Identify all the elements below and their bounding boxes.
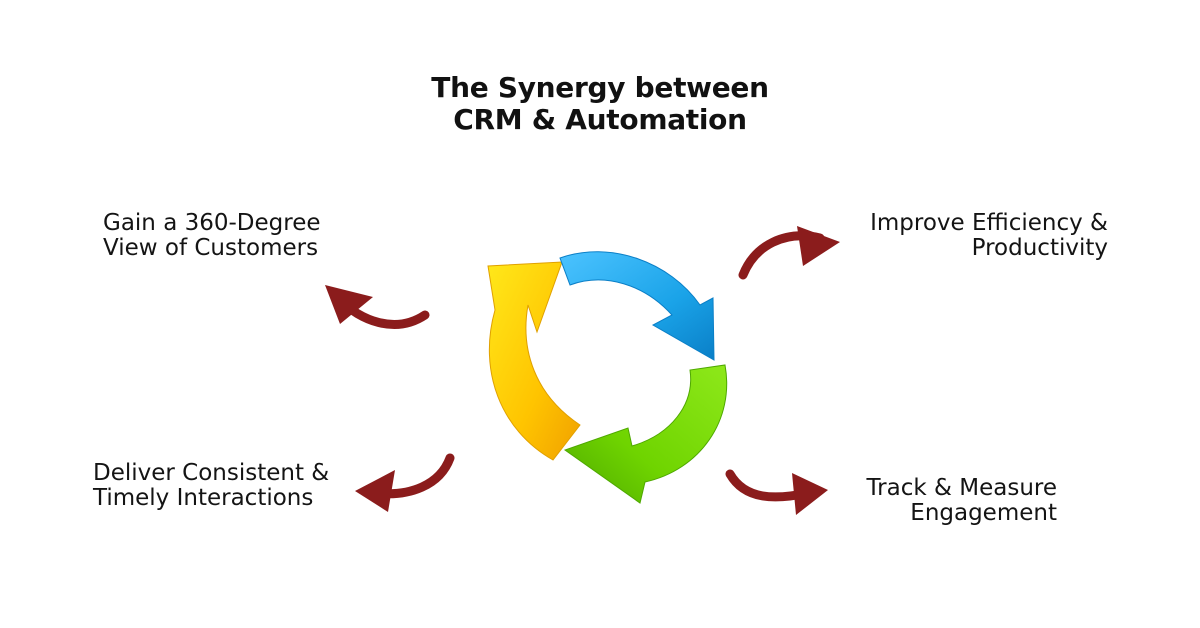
page-title: The Synergy between CRM & Automation (390, 72, 810, 136)
cycle-blue-arrow (559, 251, 715, 361)
curved-arrow-icon-top-right (738, 226, 840, 280)
label-track-line-2: Engagement (910, 500, 1057, 526)
title-line-2: CRM & Automation (453, 103, 747, 136)
label-efficiency-line-2: Productivity (971, 235, 1108, 261)
four-arrow-cycle-icon (487, 251, 728, 504)
curved-arrow-icon-bottom-right (725, 469, 828, 515)
label-360-view: Gain a 360-Degree View of Customers (103, 211, 321, 261)
title-line-1: The Synergy between (431, 71, 769, 104)
label-consistent-line-2: Timely Interactions (93, 485, 314, 511)
curved-arrow-icon-top-left (325, 285, 430, 329)
label-track-engagement: Track & Measure Engagement (867, 476, 1058, 526)
label-consistent-line-1: Deliver Consistent & (93, 460, 330, 486)
label-360-view-line-1: Gain a 360-Degree (103, 210, 321, 236)
cycle-green-arrow (563, 364, 728, 504)
curved-arrow-icon-bottom-left (355, 453, 455, 512)
cycle-yellow-arrow (487, 261, 581, 461)
label-track-line-1: Track & Measure (866, 475, 1058, 501)
label-consistent-interactions: Deliver Consistent & Timely Interactions (93, 461, 329, 511)
label-efficiency-line-1: Improve Efficiency & (870, 210, 1108, 236)
label-efficiency: Improve Efficiency & Productivity (870, 211, 1108, 261)
label-360-view-line-2: View of Customers (103, 235, 319, 261)
